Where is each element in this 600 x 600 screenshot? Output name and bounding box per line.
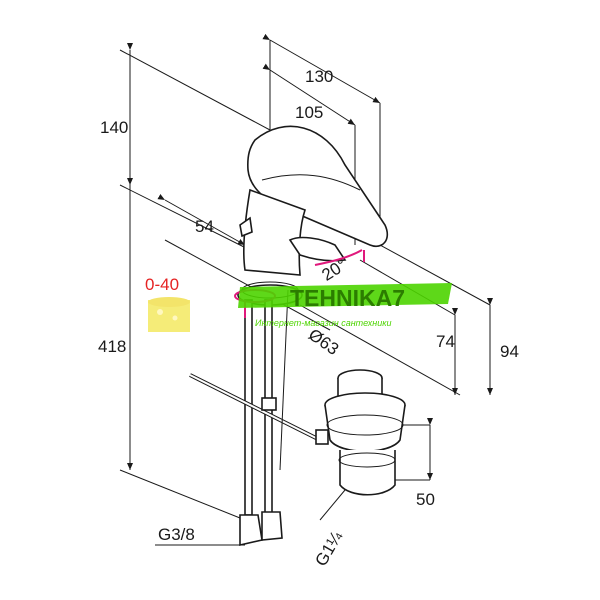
dim-130: 130 bbox=[305, 67, 333, 86]
brand-tagline: Интернет-магазин сантехники bbox=[255, 318, 392, 328]
dim-140: 140 bbox=[100, 118, 128, 137]
brand-name: TEHNIKA7 bbox=[290, 285, 405, 311]
supply-hoses bbox=[239, 299, 283, 547]
dim-54: 54 bbox=[195, 217, 214, 236]
drain-rod bbox=[189, 289, 329, 471]
overlay: 0-40 TEHNIKA7 Интернет-магазин сантехник… bbox=[145, 249, 452, 332]
dim-63: Ø63 bbox=[305, 325, 342, 359]
dim-50: 50 bbox=[416, 490, 435, 509]
faucet-body bbox=[237, 125, 389, 306]
dim-94: 94 bbox=[500, 342, 519, 361]
dim-g1-1-4: G1¼ bbox=[311, 527, 346, 569]
temp-range-label: 0-40 bbox=[145, 275, 179, 294]
brand-logo: TEHNIKA7 Интернет-магазин сантехники bbox=[238, 283, 452, 328]
dim-105: 105 bbox=[295, 103, 323, 122]
dim-74: 74 bbox=[436, 332, 455, 351]
pop-up-waste bbox=[324, 369, 406, 496]
dim-g3-8: G3/8 bbox=[158, 525, 195, 544]
dim-418: 418 bbox=[98, 337, 126, 356]
